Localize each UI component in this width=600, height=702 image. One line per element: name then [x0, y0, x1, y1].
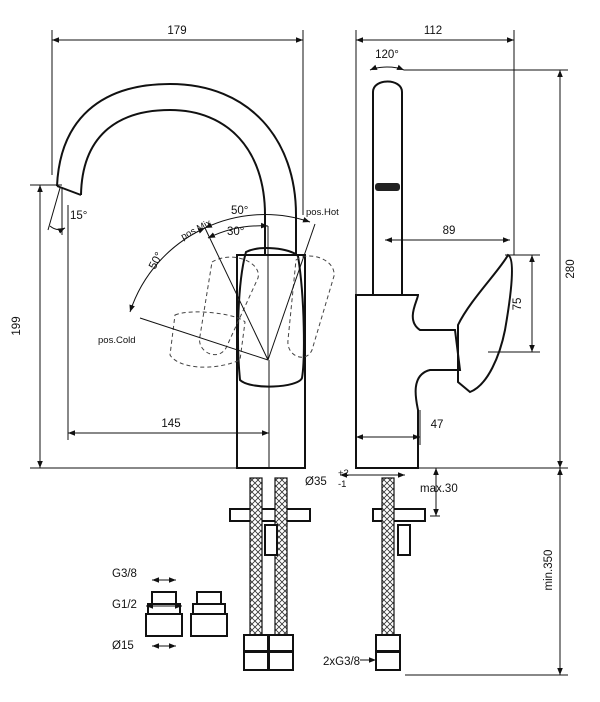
- max-deck-label: max.30: [420, 483, 458, 495]
- threaded-rod-front: [264, 524, 278, 556]
- dim-front-width: 179: [51, 25, 304, 215]
- hose-right-front: [274, 477, 288, 659]
- lever-front: [237, 247, 305, 388]
- fitting-1: [145, 591, 183, 637]
- spout-angle: 15°: [47, 187, 87, 235]
- front-height-label: 199: [11, 316, 23, 335]
- dim-lever-height: 75: [488, 254, 540, 353]
- swivel-label: 120°: [375, 49, 399, 61]
- pipe-diameter-label: Ø15: [112, 640, 134, 652]
- front-view: 179 199 15°: [11, 25, 339, 671]
- hole-tol-minus: -1: [338, 479, 346, 490]
- lever-height-label: 75: [512, 298, 524, 311]
- dim-front-height: 199: [11, 184, 240, 469]
- total-height-label: 280: [565, 259, 577, 278]
- hose-end-side: [375, 634, 401, 671]
- min-hose-label: min.350: [543, 550, 555, 591]
- thread-large-label: G1/2: [112, 599, 137, 611]
- dim-reach: 145: [67, 205, 270, 468]
- fitting-2: [190, 591, 228, 637]
- dim-hole: Ø35 +2 -1: [305, 468, 405, 490]
- side-width-label: 112: [424, 25, 442, 37]
- hose-ends-front: [243, 634, 294, 671]
- faucet-body: [236, 254, 306, 469]
- pos-cold-label: pos.Cold: [98, 335, 136, 346]
- pos-hot-label: pos.Hot: [306, 207, 339, 218]
- dim-connections: 2xG3/8: [323, 656, 376, 668]
- reach-label: 145: [161, 418, 180, 430]
- dim-deck: max.30: [405, 467, 458, 517]
- spout-angle-label: 15°: [70, 210, 87, 222]
- dim-lever-reach: 89: [385, 225, 510, 243]
- hose-left-front: [249, 477, 263, 659]
- mounting-plate-side: [372, 508, 426, 522]
- angle-30-label: 30°: [227, 226, 244, 238]
- aerator: [375, 183, 400, 191]
- angle-50-top-label: 50°: [231, 205, 248, 217]
- dim-total-height: 280: [404, 69, 577, 469]
- spout-gooseneck: [56, 82, 297, 255]
- dim-base-depth: 47: [356, 410, 443, 445]
- side-view: 112 120° 89 75 280: [305, 25, 577, 676]
- base-depth-label: 47: [431, 419, 444, 431]
- dim-min-hose: min.350: [405, 468, 568, 676]
- dim-side-width: 112: [355, 25, 515, 300]
- body-side: [355, 294, 462, 469]
- lever-side: [457, 253, 513, 394]
- thread-small-label: G3/8: [112, 568, 137, 580]
- pos-mix-label: pos.Mix: [179, 217, 213, 242]
- angle-50-left-label: 50°: [147, 250, 166, 271]
- hose-side: [381, 477, 395, 659]
- fittings: G3/8 G1/2 Ø15: [112, 568, 228, 652]
- hole-diameter-label: Ø35: [305, 476, 327, 488]
- lever-reach-label: 89: [443, 225, 456, 237]
- mounting-plate-front: [229, 508, 311, 522]
- connections-label: 2xG3/8: [323, 656, 360, 668]
- spout-side: [372, 80, 403, 295]
- threaded-rod-side: [397, 524, 411, 556]
- swivel-angle: 120°: [369, 49, 405, 71]
- front-width-label: 179: [167, 25, 186, 37]
- hole-tol-plus: +2: [338, 468, 349, 479]
